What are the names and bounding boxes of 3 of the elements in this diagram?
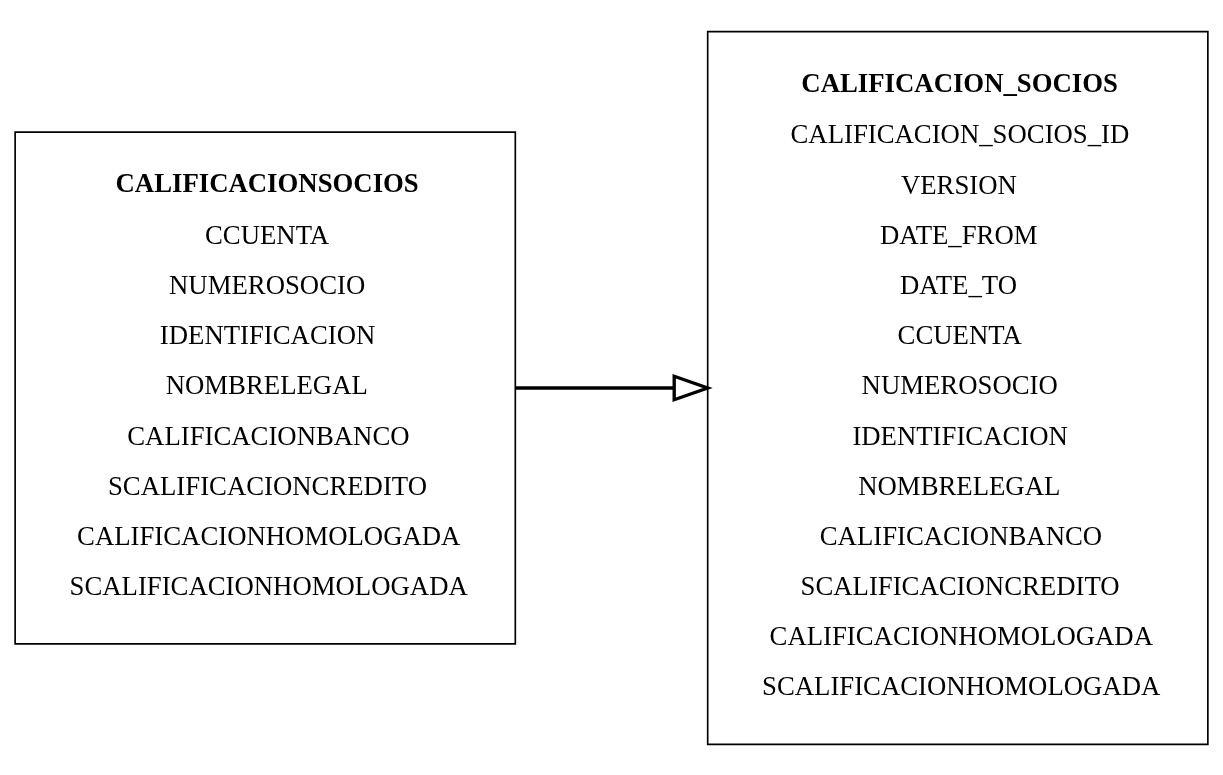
node-box: CALIFICACIONSOCIOS CCUENTA NUMEROSOCIO IDENTIFICACION NOMBRELEGAL CALIFICACIONBANCO SCALIFICACIONCREDITO CALIFICACIONHOMOLOGADA SCALIFICACIONHOMOLOGADA bbox=[14, 130, 517, 645]
node-box: CALIFICACION_SOCIOS CALIFICACION_SOCIOS_ID VERSION DATE_FROM DATE_TO CCUENTA NUMEROSOCIO IDENTIFICACION NOMBRELEGAL CALIFICACIONBANCO SCALIFICACIONCREDITO CALIFICACIONHOMOLOGADA SCALIFICACIONHOMOLOGADA bbox=[706, 30, 1209, 745]
arrow bbox=[515, 373, 713, 402]
